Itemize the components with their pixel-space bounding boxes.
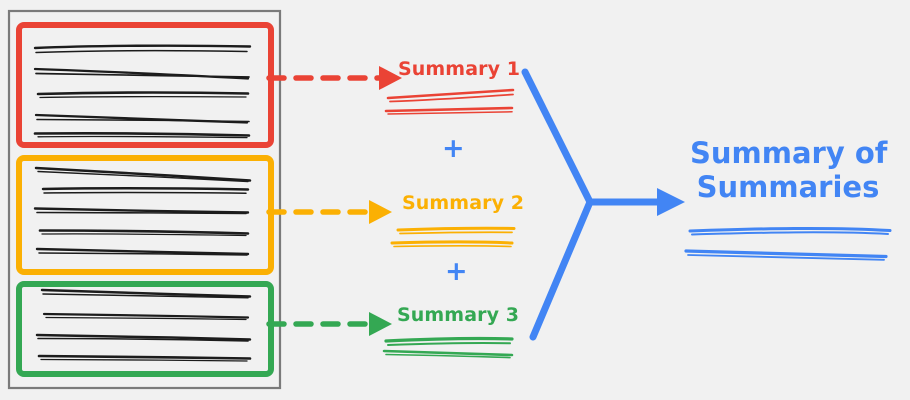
chunk-1-group[interactable] [16,22,274,148]
chunk-2-text-lines [33,166,252,256]
chunk-1-box[interactable] [16,22,274,148]
summary-3-underlines [382,336,514,359]
summary-of-summaries-label: Summary of Summaries [690,136,888,204]
chunk-3-text-lines [35,288,252,362]
arrow-merge-head [657,188,685,216]
arrow-chunk-1 [266,66,402,90]
final-label-line-1: Summary of [690,136,888,170]
summary-1-label: Summary 1 [398,58,521,80]
arrow-chunk-2 [266,200,392,224]
document-container [7,9,282,390]
summary-2-underlines [390,226,516,248]
chunk-2-group[interactable] [16,155,274,275]
plus-icon-2: + [445,256,468,287]
summary-1-underlines [384,88,515,115]
chunk-3-group[interactable] [16,281,274,377]
chunk-3-box[interactable] [16,281,274,377]
final-label-line-2: Summaries [696,169,880,204]
chunk-2-box[interactable] [16,155,274,275]
arrow-merge [521,68,664,341]
final-underlines [684,226,892,261]
summary-2-label: Summary 2 [402,192,525,214]
summary-3-label: Summary 3 [397,304,520,326]
arrow-chunk-3 [266,312,392,336]
plus-icon-1: + [442,133,465,164]
chunk-1-text-lines [33,44,252,139]
